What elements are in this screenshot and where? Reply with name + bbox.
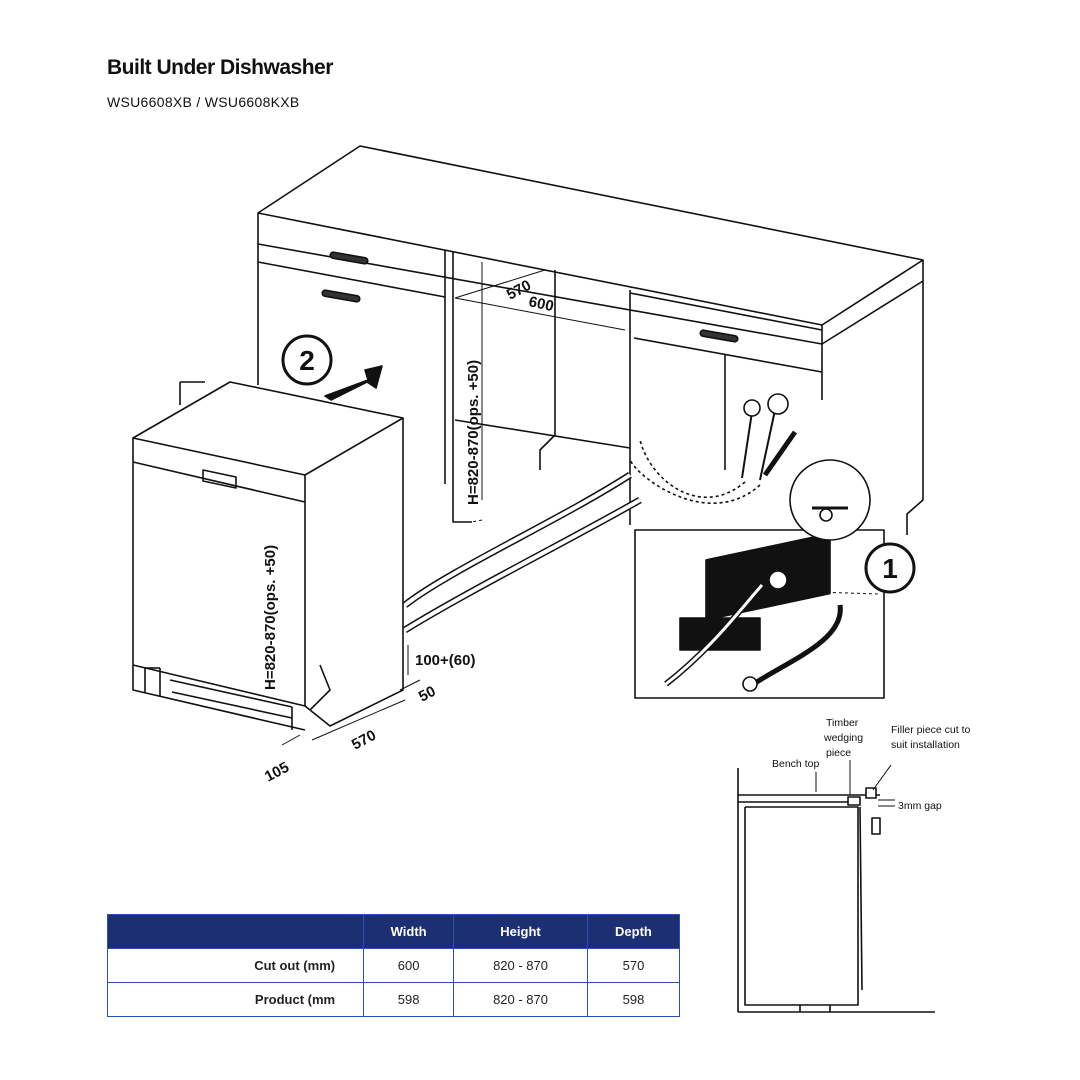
- table-header-height: Height: [453, 914, 588, 949]
- appliance-height-label: H=820-870(ops. +50): [262, 545, 279, 690]
- front-offset-label: 105: [262, 759, 292, 786]
- table-row: Product (mm 598 820 - 870 598: [106, 982, 681, 1017]
- cell-depth: 570: [586, 948, 681, 983]
- cabinet-height-label: H=820-870(ops. +50): [465, 360, 482, 505]
- model-numbers: WSU6608XB / WSU6608KXB: [107, 94, 300, 110]
- table-header-depth: Depth: [586, 914, 681, 949]
- table-header-row: Width Height Depth: [106, 914, 681, 949]
- toe-offset-label: 50: [416, 683, 439, 706]
- cutout-opening: [452, 252, 472, 523]
- drawer-handle: [699, 329, 739, 343]
- dishwasher-top: [132, 381, 404, 476]
- step-2-marker: [281, 334, 333, 386]
- cell-height: 820 - 870: [453, 982, 588, 1017]
- side-detail: [737, 760, 935, 1013]
- toe-height-label: 100+(60): [415, 652, 475, 669]
- spec-table: Width Height Depth Cut out (mm) 600 820 …: [106, 914, 681, 1017]
- row-label: Product (mm: [106, 982, 365, 1017]
- cell-width: 598: [363, 982, 455, 1017]
- tap-magnifier: [789, 459, 871, 541]
- page-title: Built Under Dishwasher: [107, 56, 333, 79]
- cell-height: 820 - 870: [453, 948, 588, 983]
- drawer-handle: [329, 251, 369, 265]
- table-row: Cut out (mm) 600 820 - 870 570: [106, 948, 681, 983]
- step-1-number: 1: [882, 553, 898, 584]
- insert-arrow: [324, 365, 383, 401]
- gap-label: 3mm gap: [898, 800, 942, 812]
- row-label: Cut out (mm): [106, 948, 365, 983]
- cell-depth: 598: [586, 982, 681, 1017]
- cabinet-width-label: 600: [527, 293, 555, 315]
- appliance-depth-label: 570: [349, 727, 379, 754]
- table-header-width: Width: [363, 914, 455, 949]
- step-2-number: 2: [299, 345, 315, 376]
- step-1-marker: [864, 542, 916, 594]
- control-display: [202, 469, 237, 489]
- table-header-blank: [106, 914, 365, 949]
- bench-top-label: Bench top: [772, 758, 819, 770]
- drawer-handle: [321, 289, 361, 303]
- drain-pipe: [741, 409, 776, 481]
- cell-width: 600: [363, 948, 455, 983]
